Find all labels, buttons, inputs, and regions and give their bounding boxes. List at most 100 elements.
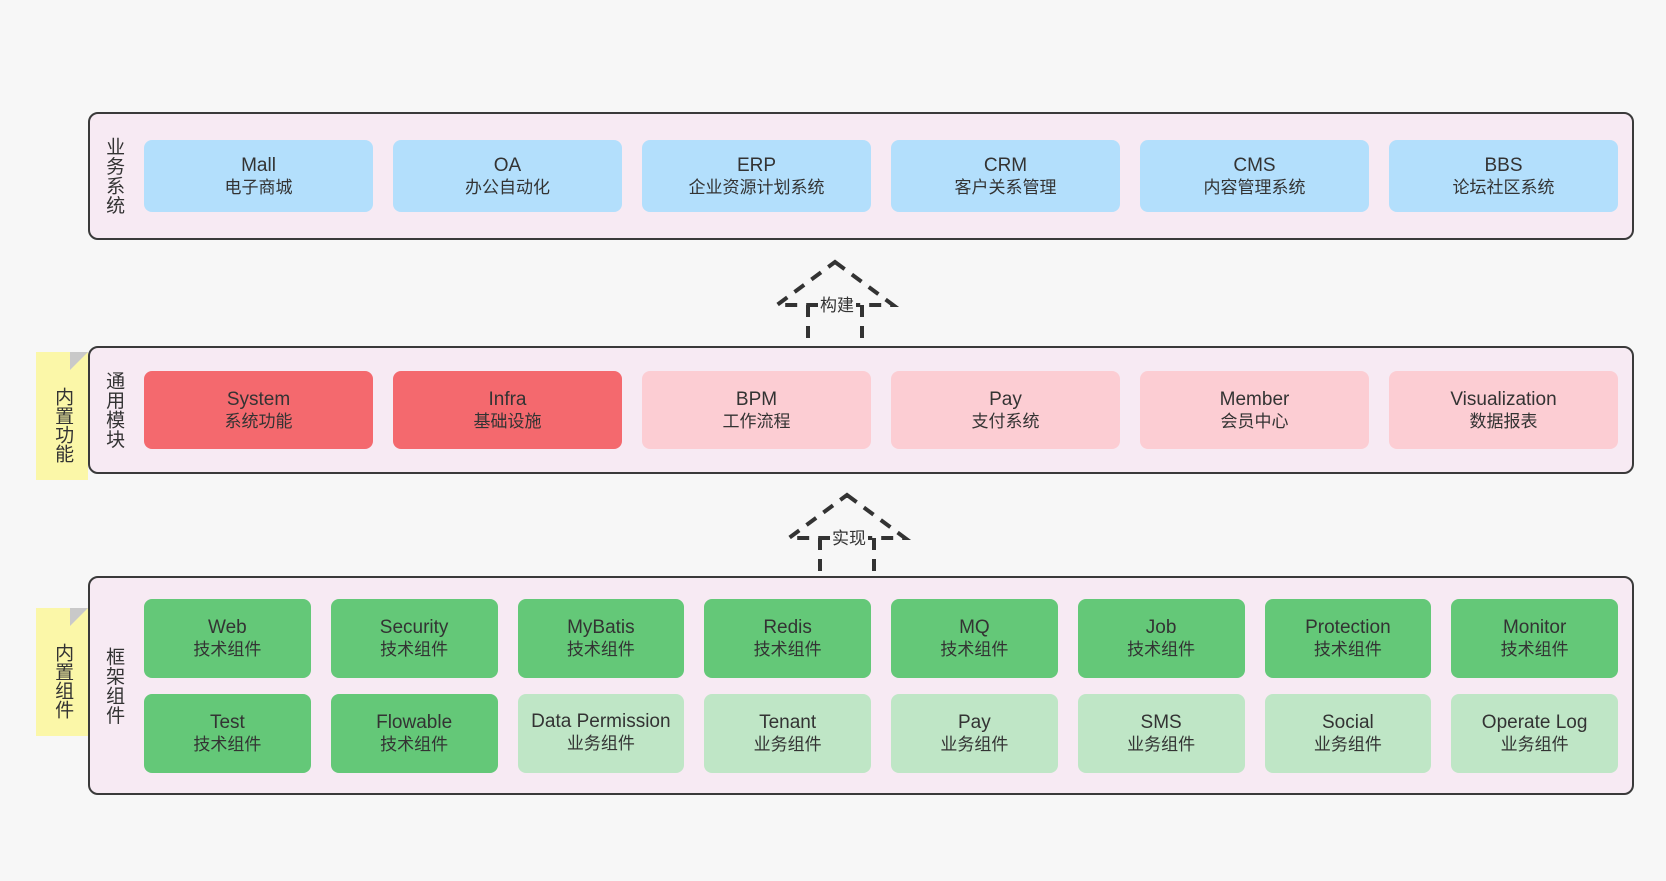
framework-box-data-permission[interactable]: Data Permission 业务组件 bbox=[517, 693, 685, 773]
framework-box-monitor[interactable]: Monitor 技术组件 bbox=[1451, 598, 1618, 678]
framework-box-security[interactable]: Security 技术组件 bbox=[330, 598, 498, 678]
framework-box-test-cn: 技术组件 bbox=[193, 735, 262, 755]
framework-box-mq[interactable]: MQ 技术组件 bbox=[891, 598, 1058, 678]
framework-box-flowable[interactable]: Flowable 技术组件 bbox=[330, 693, 498, 773]
layer-title-framework-components: 框架组件 bbox=[103, 646, 125, 725]
framework-box-flowable-en: Flowable bbox=[376, 711, 453, 733]
framework-box-social[interactable]: Social 业务组件 bbox=[1264, 693, 1432, 773]
common-box-visualization-cn: 数据报表 bbox=[1469, 412, 1538, 432]
common-box-bpm[interactable]: BPM 工作流程 bbox=[642, 371, 871, 449]
common-box-infra-en: Infra bbox=[488, 388, 527, 410]
common-box-system-en: System bbox=[226, 388, 291, 410]
note-builtin-features-label: 内置功能 bbox=[52, 387, 74, 463]
layer-business-system: 业务系统 Mall 电子商城 OA 办公自动化 ERP 企业资源计划系统 CRM… bbox=[88, 112, 1634, 240]
framework-box-pay[interactable]: Pay 业务组件 bbox=[891, 693, 1058, 773]
framework-box-job-cn: 技术组件 bbox=[1127, 640, 1196, 660]
business-box-erp-en: ERP bbox=[736, 154, 777, 176]
business-box-bbs-cn: 论坛社区系统 bbox=[1452, 178, 1555, 198]
connector-implement-label: 实现 bbox=[830, 524, 868, 549]
common-box-bpm-cn: 工作流程 bbox=[722, 412, 791, 432]
business-box-crm-en: CRM bbox=[983, 154, 1028, 176]
framework-box-mybatis-cn: 技术组件 bbox=[566, 640, 635, 660]
framework-row-2: Test 技术组件 Flowable 技术组件 Data Permission … bbox=[144, 693, 1618, 773]
framework-box-operate-log-cn: 业务组件 bbox=[1500, 735, 1569, 755]
connector-build-label: 构建 bbox=[818, 291, 856, 316]
common-box-visualization-en: Visualization bbox=[1450, 388, 1557, 410]
framework-box-monitor-cn: 技术组件 bbox=[1500, 640, 1569, 660]
business-box-mall-cn: 电子商城 bbox=[224, 178, 293, 198]
business-system-row: Mall 电子商城 OA 办公自动化 ERP 企业资源计划系统 CRM 客户关系… bbox=[144, 140, 1618, 212]
framework-box-tenant-en: Tenant bbox=[759, 711, 817, 733]
framework-box-web[interactable]: Web 技术组件 bbox=[144, 598, 311, 678]
layer-body-framework-components: Web 技术组件 Security 技术组件 MyBatis 技术组件 Redi… bbox=[136, 578, 1632, 793]
framework-box-social-cn: 业务组件 bbox=[1313, 735, 1382, 755]
framework-box-security-en: Security bbox=[379, 616, 449, 638]
framework-box-tenant[interactable]: Tenant 业务组件 bbox=[704, 693, 871, 773]
layer-body-business-system: Mall 电子商城 OA 办公自动化 ERP 企业资源计划系统 CRM 客户关系… bbox=[136, 114, 1632, 238]
framework-box-job[interactable]: Job 技术组件 bbox=[1077, 598, 1245, 678]
business-box-cms[interactable]: CMS 内容管理系统 bbox=[1140, 140, 1369, 212]
framework-box-protection[interactable]: Protection 技术组件 bbox=[1264, 598, 1432, 678]
framework-box-sms-cn: 业务组件 bbox=[1127, 735, 1196, 755]
note-builtin-components: 内置组件 bbox=[36, 608, 88, 736]
framework-box-test[interactable]: Test 技术组件 bbox=[144, 693, 311, 773]
framework-box-mybatis-en: MyBatis bbox=[567, 616, 635, 638]
connector-implement: 实现 bbox=[772, 488, 922, 588]
framework-box-pay-en: Pay bbox=[958, 711, 991, 733]
common-box-member-cn: 会员中心 bbox=[1220, 412, 1289, 432]
framework-box-social-en: Social bbox=[1322, 711, 1374, 733]
note-builtin-components-label: 内置组件 bbox=[52, 643, 74, 719]
common-modules-row: System 系统功能 Infra 基础设施 BPM 工作流程 Pay 支付系统… bbox=[144, 371, 1618, 449]
framework-box-redis-en: Redis bbox=[763, 616, 812, 638]
framework-box-protection-en: Protection bbox=[1305, 616, 1391, 638]
framework-box-web-cn: 技术组件 bbox=[193, 640, 262, 660]
business-box-oa-cn: 办公自动化 bbox=[465, 178, 550, 198]
layer-title-business-system: 业务系统 bbox=[103, 137, 125, 215]
business-box-oa-en: OA bbox=[493, 154, 522, 176]
framework-box-pay-cn: 业务组件 bbox=[940, 735, 1009, 755]
framework-box-redis[interactable]: Redis 技术组件 bbox=[704, 598, 871, 678]
common-box-system-cn: 系统功能 bbox=[224, 412, 293, 432]
framework-box-mq-en: MQ bbox=[959, 616, 990, 638]
framework-box-data-permission-en: Data Permission bbox=[531, 711, 671, 733]
layer-common-modules: 通用模块 System 系统功能 Infra 基础设施 BPM 工作流程 Pay… bbox=[88, 346, 1634, 474]
layer-body-common-modules: System 系统功能 Infra 基础设施 BPM 工作流程 Pay 支付系统… bbox=[136, 348, 1632, 472]
business-box-cms-cn: 内容管理系统 bbox=[1203, 178, 1306, 198]
common-box-infra[interactable]: Infra 基础设施 bbox=[393, 371, 622, 449]
framework-box-mybatis[interactable]: MyBatis 技术组件 bbox=[517, 598, 685, 678]
business-box-oa[interactable]: OA 办公自动化 bbox=[393, 140, 622, 212]
business-box-crm-cn: 客户关系管理 bbox=[954, 178, 1057, 198]
common-box-visualization[interactable]: Visualization 数据报表 bbox=[1389, 371, 1618, 449]
common-box-bpm-en: BPM bbox=[735, 388, 778, 410]
common-box-system[interactable]: System 系统功能 bbox=[144, 371, 373, 449]
framework-box-operate-log-en: Operate Log bbox=[1481, 711, 1588, 733]
framework-box-monitor-en: Monitor bbox=[1502, 616, 1567, 638]
common-box-pay-cn: 支付系统 bbox=[971, 412, 1040, 432]
note-builtin-features: 内置功能 bbox=[36, 352, 88, 480]
layer-title-common-modules: 通用模块 bbox=[103, 371, 125, 449]
framework-box-protection-cn: 技术组件 bbox=[1313, 640, 1382, 660]
business-box-erp[interactable]: ERP 企业资源计划系统 bbox=[642, 140, 871, 212]
business-box-mall-en: Mall bbox=[241, 154, 276, 176]
business-box-bbs-en: BBS bbox=[1484, 154, 1523, 176]
business-box-bbs[interactable]: BBS 论坛社区系统 bbox=[1389, 140, 1618, 212]
framework-box-mq-cn: 技术组件 bbox=[940, 640, 1009, 660]
common-box-pay[interactable]: Pay 支付系统 bbox=[891, 371, 1120, 449]
common-box-member[interactable]: Member 会员中心 bbox=[1140, 371, 1369, 449]
common-box-member-en: Member bbox=[1219, 388, 1290, 410]
framework-box-operate-log[interactable]: Operate Log 业务组件 bbox=[1451, 693, 1618, 773]
framework-box-sms-en: SMS bbox=[1140, 711, 1182, 733]
layer-framework-components: 框架组件 Web 技术组件 Security 技术组件 MyBatis 技术组件… bbox=[88, 576, 1634, 795]
framework-box-sms[interactable]: SMS 业务组件 bbox=[1077, 693, 1245, 773]
framework-box-job-en: Job bbox=[1145, 616, 1177, 638]
business-box-erp-cn: 企业资源计划系统 bbox=[688, 178, 825, 198]
framework-box-web-en: Web bbox=[208, 616, 247, 638]
framework-box-test-en: Test bbox=[209, 711, 245, 733]
business-box-crm[interactable]: CRM 客户关系管理 bbox=[891, 140, 1120, 212]
framework-row-1: Web 技术组件 Security 技术组件 MyBatis 技术组件 Redi… bbox=[144, 598, 1618, 678]
connector-build: 构建 bbox=[760, 255, 910, 355]
common-box-pay-en: Pay bbox=[989, 388, 1022, 410]
business-box-mall[interactable]: Mall 电子商城 bbox=[144, 140, 373, 212]
framework-box-flowable-cn: 技术组件 bbox=[380, 735, 449, 755]
